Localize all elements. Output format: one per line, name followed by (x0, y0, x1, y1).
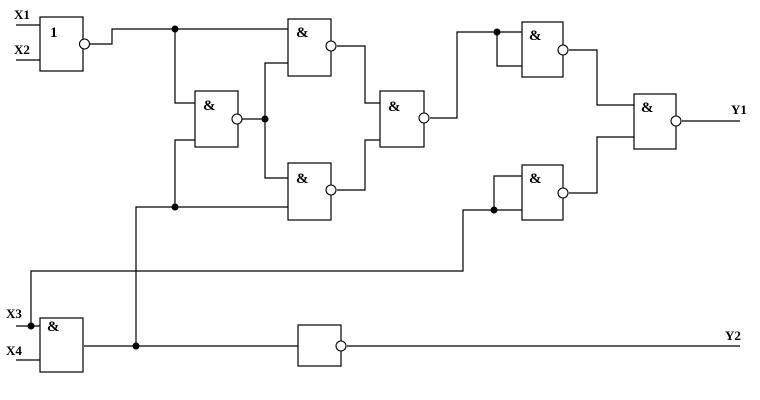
wire-top-out (337, 45, 380, 104)
gate-and-upper-right-symbol: & (529, 28, 542, 44)
gate-and-merge-symbol: & (388, 99, 401, 115)
gate-and-1-symbol: & (203, 98, 216, 114)
gate-or-x1x2: 1 (39, 16, 91, 72)
gate-and-upper-right: & (521, 21, 569, 78)
gate-and-lower-right-symbol: & (529, 171, 542, 187)
gate-and-1: & (194, 90, 243, 148)
wire-ur-out (569, 49, 634, 106)
gate-and-bottom: & (287, 162, 337, 221)
wire-g1-in2 (174, 139, 195, 207)
input-label-x1: X1 (14, 7, 30, 22)
input-label-x4: X4 (6, 343, 22, 358)
junction-x3 (27, 322, 35, 330)
output-label-y2: Y2 (725, 328, 741, 343)
gate-and-x3x4: & (39, 317, 84, 373)
input-label-x3: X3 (6, 306, 22, 321)
input-label-x2: X2 (14, 42, 30, 57)
wire-x3-long (30, 209, 522, 326)
junction-a (171, 25, 179, 33)
wire-lr-out (569, 136, 634, 194)
gate-and-merge: & (379, 90, 430, 148)
junction-e (490, 206, 498, 214)
wire-d-loop (496, 32, 522, 67)
wire-a-to-g1 (174, 29, 195, 104)
wire-bottom-out (337, 139, 380, 191)
wire-c-up (264, 62, 288, 119)
junction-b (171, 203, 179, 211)
wire-c-down (264, 119, 288, 179)
wires (16, 24, 740, 361)
junction-c (261, 115, 269, 123)
gate-and-y1-symbol: & (641, 100, 654, 116)
wire-b (135, 206, 288, 346)
junctions (27, 25, 501, 350)
wire-or-out (90, 28, 288, 45)
gate-and-bottom-symbol: & (296, 171, 309, 187)
gate-not (297, 324, 347, 367)
gate-and-lower-right: & (521, 164, 569, 221)
junction-d (493, 28, 501, 36)
gate-and-top-symbol: & (296, 25, 309, 41)
gate-and-y1: & (633, 93, 682, 150)
output-label-y1: Y1 (731, 102, 747, 117)
gate-or-symbol: 1 (50, 25, 58, 41)
wire-merge-out (430, 31, 522, 119)
gate-and-top: & (287, 18, 337, 77)
junction-x4-path (132, 342, 140, 350)
io-labels: X1 X2 X3 X4 Y1 Y2 (6, 7, 747, 358)
gate-and-x3x4-symbol: & (47, 319, 60, 335)
wire-e-loop (493, 175, 522, 210)
